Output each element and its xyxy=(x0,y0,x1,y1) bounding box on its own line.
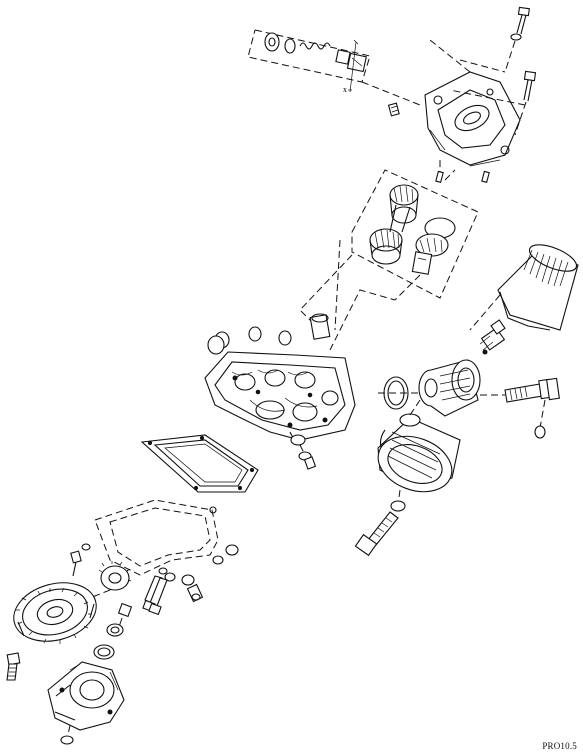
oil-cooler xyxy=(377,399,461,506)
dowels xyxy=(435,170,490,184)
lower-housing xyxy=(47,661,125,745)
cooler-bolt xyxy=(354,500,406,557)
cover-bolts xyxy=(117,567,168,631)
drain-plug xyxy=(298,451,317,470)
body-seals xyxy=(207,313,331,355)
side-bolt xyxy=(514,70,537,136)
bottom-small-bolts xyxy=(70,543,239,603)
reference-code: PRO10.5 xyxy=(542,741,577,751)
lower-collars xyxy=(93,623,124,660)
dimension-mark: x xyxy=(343,85,347,94)
banjo-bolt xyxy=(480,377,560,439)
pressure-relief-housing xyxy=(378,359,481,417)
gear-pair xyxy=(351,160,479,299)
pump-body xyxy=(204,351,356,456)
pressure-switch xyxy=(479,319,506,355)
oil-filter xyxy=(469,244,579,331)
dowel-screw xyxy=(387,102,400,117)
top-bolt xyxy=(504,6,530,73)
relief-valve-assembly: x xyxy=(247,29,421,106)
gasket xyxy=(140,434,259,493)
lower-left-bolt xyxy=(6,652,21,681)
pump-cover xyxy=(424,39,526,167)
crank-sprocket xyxy=(13,582,97,644)
